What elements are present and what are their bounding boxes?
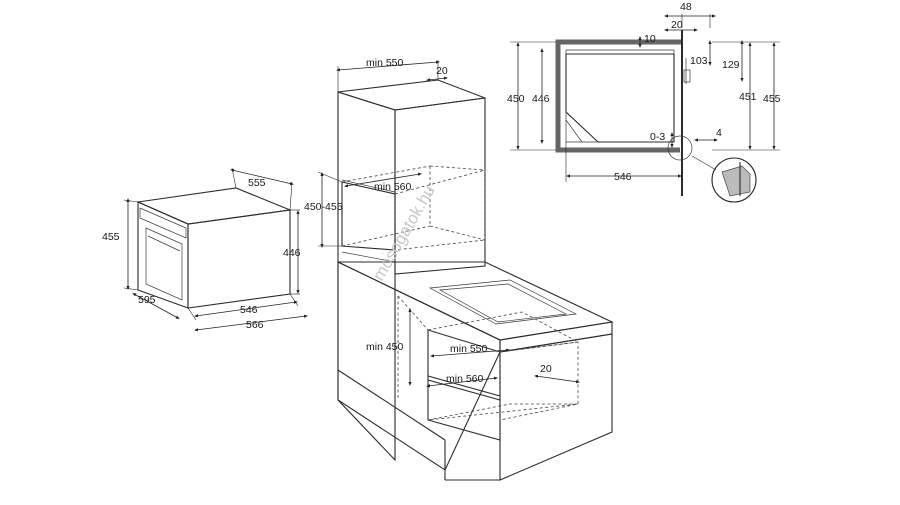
- watermark: mosogatok.hu: [369, 182, 439, 284]
- section-dimensions: 48 20 10 103 129 450 446 451 455 0-3 4 5…: [507, 1, 781, 183]
- dim-min-450: min 450: [366, 341, 404, 353]
- dim-min-550-top: min 550: [366, 57, 404, 69]
- dim-20-base: 20: [540, 363, 552, 375]
- dim-455: 455: [763, 93, 781, 105]
- oven-isometric: [136, 187, 293, 309]
- dim-555: 555: [248, 177, 266, 189]
- dim-455: 455: [102, 231, 120, 243]
- dim-566: 566: [246, 319, 264, 331]
- dim-103: 103: [690, 55, 708, 67]
- base-cabinet: [337, 261, 614, 481]
- dim-min-560: min 560: [446, 373, 484, 385]
- dim-451: 451: [739, 91, 757, 103]
- dim-546: 546: [240, 304, 258, 316]
- dim-129: 129: [722, 59, 740, 71]
- dim-595: 595: [138, 294, 156, 306]
- dim-450: 450: [507, 93, 525, 105]
- tall-cabinet: [337, 79, 486, 462]
- tall-cabinet-dimensions: min 550 20 450-455 min 560: [304, 57, 448, 248]
- dim-10: 10: [644, 33, 656, 45]
- base-cabinet-dimensions: min 450 min 550 min 560 20: [366, 308, 580, 388]
- dim-min-550: min 550: [450, 343, 488, 355]
- dim-48: 48: [680, 1, 692, 13]
- dim-20: 20: [671, 19, 683, 31]
- dim-4: 4: [716, 127, 722, 139]
- dim-450-455: 450-455: [304, 201, 343, 213]
- oven-dimensions: 555 455 446 595 546 566: [102, 167, 308, 332]
- dim-20-top: 20: [436, 65, 448, 77]
- dim-546-section: 546: [614, 171, 632, 183]
- dim-min-560-niche: min 560: [374, 181, 412, 193]
- section-view: [555, 30, 757, 203]
- dim-0-3: 0-3: [650, 131, 665, 143]
- dim-446: 446: [532, 93, 550, 105]
- dim-446: 446: [283, 247, 301, 259]
